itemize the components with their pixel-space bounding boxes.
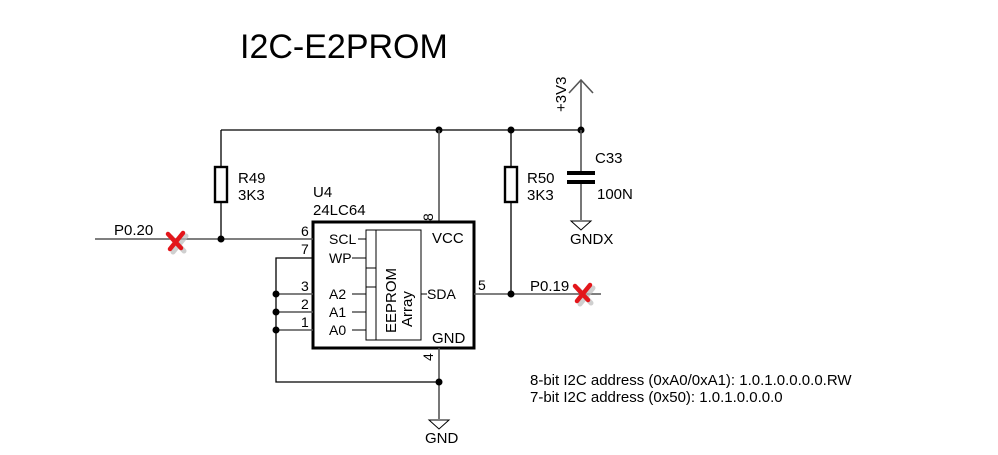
- ground-icon: [427, 419, 451, 430]
- capacitor-ref: C33: [595, 150, 623, 167]
- vcc-rail: [221, 126, 585, 134]
- power-net-label: +3V3: [553, 77, 570, 112]
- array-label-1: EEPROM: [383, 268, 400, 333]
- junction-dot: [272, 308, 280, 316]
- ic-body: [311, 220, 476, 350]
- cross-mark-icon: [572, 282, 596, 307]
- net-label-scl: P0.20: [114, 222, 153, 239]
- resistor-value: 3K3: [527, 187, 554, 204]
- junction-dot: [507, 290, 515, 298]
- pin-name-sda: SDA: [427, 286, 456, 302]
- address-note-8bit: 8-bit I2C address (0xA0/0xA1): 1.0.1.0.0…: [530, 372, 852, 389]
- pin-name-gnd: GND: [432, 330, 466, 347]
- junction-dot: [217, 235, 225, 243]
- address-strap: [272, 257, 439, 383]
- pin-number: 2: [301, 296, 309, 312]
- junction-dot: [272, 290, 280, 298]
- ic-u4: U4 24LC64 EEPROM Array SCL WP A2 A1 A0 S…: [301, 184, 486, 361]
- pin-name-a1: A1: [329, 304, 346, 320]
- resistor-ref: R49: [238, 170, 266, 187]
- resistor-ref: R50: [527, 170, 555, 187]
- net-scl: P0.20: [95, 222, 313, 243]
- junction-dot: [435, 378, 443, 386]
- net-label-sda: P0.19: [530, 278, 569, 295]
- pin-number: 4: [420, 353, 436, 361]
- cross-mark-icon: [165, 230, 189, 255]
- pin-number: 1: [301, 314, 309, 330]
- array-label-2: Array: [399, 291, 416, 327]
- pin-number: 6: [301, 223, 309, 239]
- ground-symbol: GND: [425, 348, 459, 447]
- ground-icon: [569, 220, 593, 231]
- power-symbol-3v3: +3V3: [553, 77, 594, 130]
- junction-dot: [272, 326, 280, 334]
- capacitor-c33: C33 100N GNDX: [567, 130, 633, 248]
- pin-name-wp: WP: [329, 250, 352, 266]
- address-note-7bit: 7-bit I2C address (0x50): 1.0.1.0.0.0.0: [530, 389, 783, 406]
- capacitor-value: 100N: [597, 186, 633, 203]
- pin-number: 7: [301, 241, 309, 257]
- pin-number: 5: [478, 277, 486, 293]
- pin-name-vcc: VCC: [432, 230, 464, 247]
- ic-ref: U4: [313, 184, 332, 201]
- resistor-value: 3K3: [238, 187, 265, 204]
- ic-part: 24LC64: [313, 202, 366, 219]
- pin-number: 3: [301, 278, 309, 294]
- schematic-title: I2C-E2PROM: [240, 28, 448, 66]
- resistor-r49: R49 3K3: [213, 130, 266, 239]
- resistor-r50: R50 3K3: [503, 130, 555, 294]
- ground-net-gnd: GND: [425, 430, 459, 447]
- pin-number: 8: [420, 213, 436, 221]
- pin-name-a0: A0: [329, 322, 346, 338]
- ground-net-gndx: GNDX: [570, 231, 613, 248]
- pin-name-scl: SCL: [329, 231, 356, 247]
- pin-name-a2: A2: [329, 286, 346, 302]
